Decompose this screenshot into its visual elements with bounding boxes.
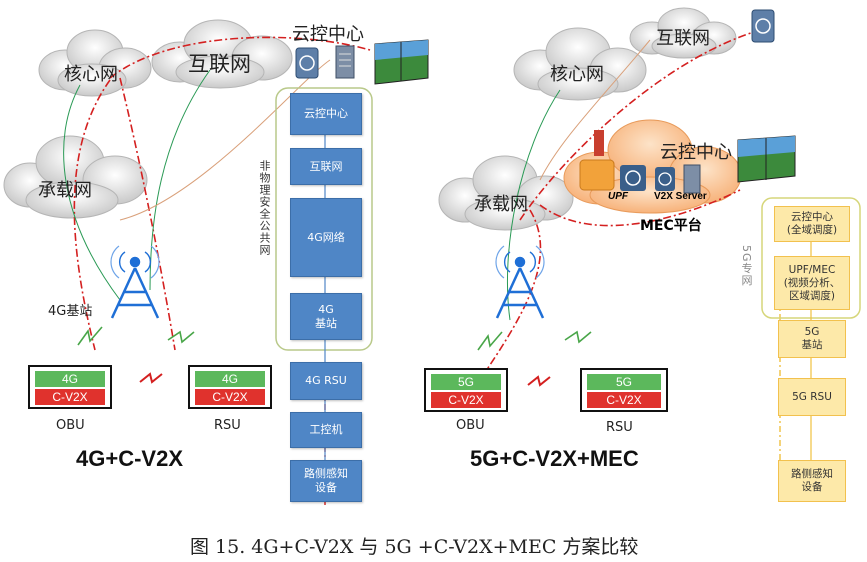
obu-device-left: 4G C-V2X	[28, 365, 112, 409]
video-wall-icon-right	[737, 135, 796, 183]
rsu-caption-right: RSU	[606, 420, 633, 435]
obu-caption-right: OBU	[456, 418, 485, 433]
rsu-network-label-left: 4G	[195, 371, 265, 387]
mec-platform-label: MEC平台	[640, 218, 702, 234]
video-wall-icon-left	[374, 39, 429, 85]
rsu-caption-left: RSU	[214, 418, 241, 433]
cloud-carrier-label-left: 承载网	[38, 180, 92, 201]
stack-item-4g-network: 4G网络	[290, 198, 362, 277]
obu-cv2x-label-right: C-V2X	[431, 392, 501, 408]
network-vertical-label-right: 5G专网	[740, 245, 753, 287]
server-icon-left	[295, 45, 355, 79]
upf-label: UPF	[608, 191, 628, 202]
rsu-device-right: 5G C-V2X	[580, 368, 668, 412]
scheme-title-left: 4G+C-V2X	[76, 446, 183, 471]
mec-equipment-icons	[579, 130, 701, 194]
tower-icon-right	[495, 245, 545, 319]
cloud-internet-left	[151, 19, 293, 89]
stack-item-cloud-control: 云控中心	[290, 93, 362, 135]
stack-item-roadside-sensor-right: 路侧感知 设备	[778, 460, 846, 502]
stack-item-4g-rsu: 4G RSU	[290, 362, 362, 400]
figure-caption: 图 15. 4G+C-V2X 与 5G +C-V2X+MEC 方案比较	[190, 536, 639, 558]
obu-device-right: 5G C-V2X	[424, 368, 508, 412]
obu-network-label-right: 5G	[431, 374, 501, 390]
rsu-network-label-right: 5G	[587, 374, 661, 390]
cloud-carrier-right	[438, 155, 574, 231]
cloud-core-label-right: 核心网	[550, 64, 604, 85]
obu-caption-left: OBU	[56, 418, 85, 433]
stack-item-4g-base-station: 4G 基站	[290, 293, 362, 340]
cloud-internet-label-right: 互联网	[656, 28, 710, 49]
server-icon-right-top	[751, 9, 775, 43]
scheme-title-right: 5G+C-V2X+MEC	[470, 446, 639, 471]
rsu-device-left: 4G C-V2X	[188, 365, 272, 409]
cloud-internet-right	[629, 7, 737, 59]
cloud-internet-label-left: 互联网	[188, 52, 251, 76]
stack-item-internet: 互联网	[290, 148, 362, 185]
obu-network-label-left: 4G	[35, 371, 105, 387]
stack-item-upf-mec: UPF/MEC (视频分析、 区域调度)	[774, 256, 850, 310]
stack-item-5g-rsu: 5G RSU	[778, 378, 846, 416]
stack-item-cloud-control-right: 云控中心 (全域调度)	[774, 206, 850, 242]
obu-cv2x-label-left: C-V2X	[35, 389, 105, 405]
stack-item-ipc: 工控机	[290, 412, 362, 448]
base-station-label-left: 4G基站	[48, 304, 93, 319]
network-vertical-label-left: 非物理安全公共网	[258, 160, 271, 256]
stack-item-roadside-sensor: 路侧感知 设备	[290, 460, 362, 502]
rsu-cv2x-label-left: C-V2X	[195, 389, 265, 405]
v2x-server-label: V2X Server	[654, 191, 707, 202]
cloud-core-label-left: 核心网	[64, 64, 118, 85]
cloud-control-label-left: 云控中心	[292, 24, 364, 45]
cloud-carrier-left	[3, 135, 148, 219]
cloud-carrier-label-right: 承载网	[474, 194, 528, 215]
rsu-cv2x-label-right: C-V2X	[587, 392, 661, 408]
stack-item-5g-base-station: 5G 基站	[778, 320, 846, 358]
tower-icon-left	[110, 245, 160, 319]
cloud-control-label-right: 云控中心	[660, 142, 732, 163]
cloud-core-right	[513, 27, 647, 101]
